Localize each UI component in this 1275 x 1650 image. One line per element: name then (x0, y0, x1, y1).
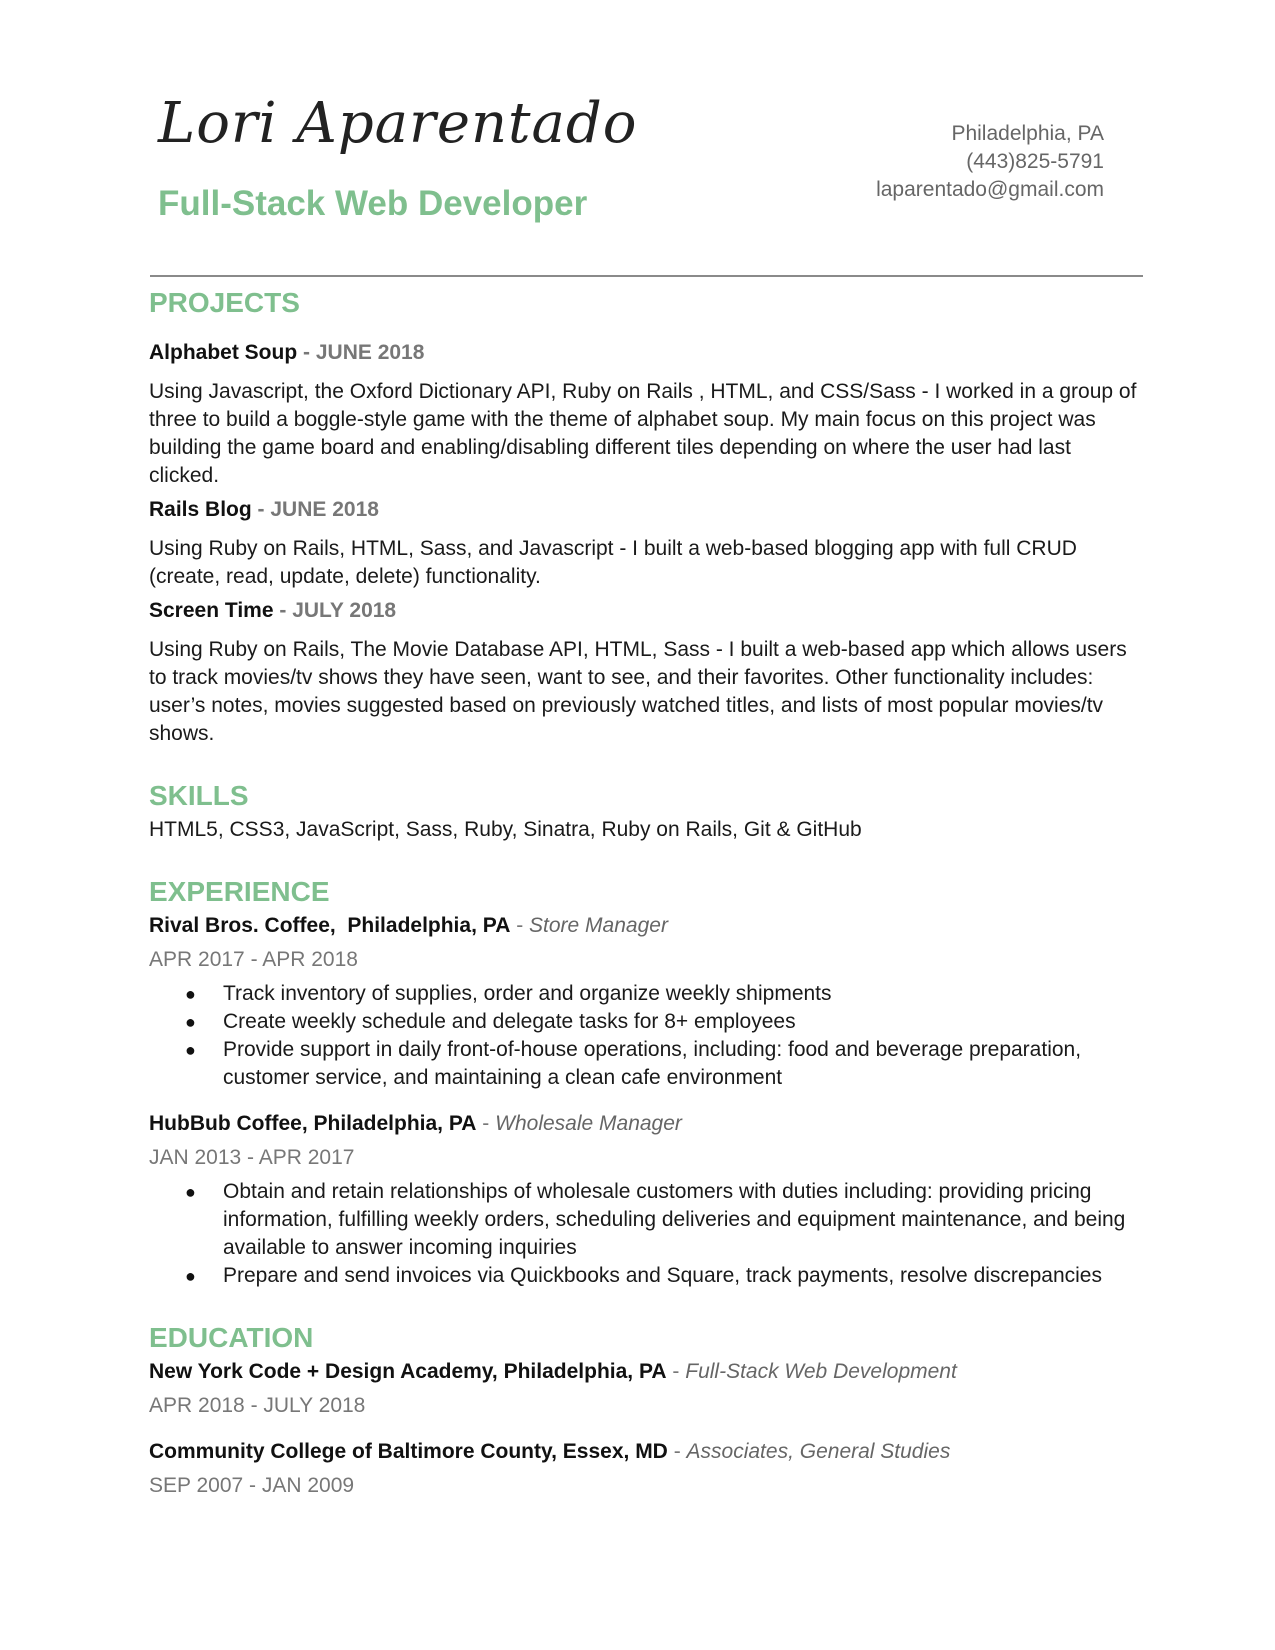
list-item: Track inventory of supplies, order and o… (149, 980, 1144, 1008)
resume-body: PROJECTS Alphabet Soup - JUNE 2018 Using… (149, 285, 1144, 1500)
job-dates: JAN 2013 - APR 2017 (149, 1146, 355, 1169)
experience-section: EXPERIENCE Rival Bros. Coffee, Philadelp… (149, 874, 1144, 1290)
degree: Full-Stack Web Development (685, 1360, 957, 1383)
school-heading: New York Code + Design Academy, Philadel… (149, 1358, 1144, 1386)
job-title: Store Manager (529, 914, 668, 937)
job-duties: Track inventory of supplies, order and o… (149, 980, 1144, 1092)
section-heading: PROJECTS (149, 287, 300, 318)
degree: Associates, General Studies (686, 1440, 951, 1463)
project-heading: Rails Blog - JUNE 2018 (149, 496, 1144, 524)
project-description: Using Ruby on Rails, The Movie Database … (149, 638, 1127, 745)
employer: HubBub Coffee, Philadelphia, PA (149, 1112, 477, 1135)
skills-section: SKILLS HTML5, CSS3, JavaScript, Sass, Ru… (149, 778, 1144, 844)
job-title: Wholesale Manager (495, 1112, 682, 1135)
school-heading: Community College of Baltimore County, E… (149, 1438, 1144, 1466)
skills-list: HTML5, CSS3, JavaScript, Sass, Ruby, Sin… (149, 818, 862, 841)
section-heading: EXPERIENCE (149, 876, 330, 907)
school-dates: APR 2018 - JULY 2018 (149, 1394, 366, 1417)
education-section: EDUCATION New York Code + Design Academy… (149, 1320, 1144, 1500)
header-divider (150, 275, 1143, 277)
project-heading: Screen Time - JULY 2018 (149, 597, 1144, 625)
school-dates: SEP 2007 - JAN 2009 (149, 1474, 355, 1497)
list-item: Prepare and send invoices via Quickbooks… (149, 1262, 1144, 1290)
employer: Rival Bros. Coffee, Philadelphia, PA (149, 914, 511, 937)
job-duties: Obtain and retain relationships of whole… (149, 1178, 1144, 1290)
separator: - (251, 498, 271, 521)
separator: - (667, 1440, 687, 1463)
separator: - (666, 1360, 686, 1383)
contact-location: Philadelphia, PA (951, 122, 1104, 145)
section-heading: SKILLS (149, 780, 249, 811)
list-item: Provide support in daily front-of-house … (149, 1036, 1144, 1092)
job-heading: HubBub Coffee, Philadelphia, PA - Wholes… (149, 1110, 1144, 1138)
project-date: JUNE 2018 (270, 498, 379, 521)
contact-block: Philadelphia, PA (443)825-5791 laparenta… (876, 120, 1104, 204)
job-dates: APR 2017 - APR 2018 (149, 948, 358, 971)
separator: - (297, 341, 316, 364)
separator: - (510, 914, 530, 937)
list-item: Create weekly schedule and delegate task… (149, 1008, 1144, 1036)
project-heading: Alphabet Soup - JUNE 2018 (149, 339, 1144, 367)
project-date: JULY 2018 (292, 599, 397, 622)
contact-phone: (443)825-5791 (966, 150, 1104, 173)
list-item: Obtain and retain relationships of whole… (149, 1178, 1144, 1262)
project-name: Alphabet Soup (149, 341, 298, 364)
project-description: Using Ruby on Rails, HTML, Sass, and Jav… (149, 537, 1077, 588)
separator: - (273, 599, 293, 622)
project-description: Using Javascript, the Oxford Dictionary … (149, 380, 1137, 487)
candidate-role: Full-Stack Web Developer (158, 184, 588, 223)
contact-email: laparentado@gmail.com (876, 178, 1104, 201)
school-name: New York Code + Design Academy, Philadel… (149, 1360, 667, 1383)
separator: - (476, 1112, 496, 1135)
school-name: Community College of Baltimore County, E… (149, 1440, 668, 1463)
candidate-name: Lori Aparentado (158, 91, 638, 156)
project-name: Rails Blog (149, 498, 252, 521)
job-heading: Rival Bros. Coffee, Philadelphia, PA - S… (149, 912, 1144, 940)
section-heading: EDUCATION (149, 1322, 314, 1353)
projects-section: PROJECTS Alphabet Soup - JUNE 2018 Using… (149, 285, 1144, 748)
project-name: Screen Time (149, 599, 274, 622)
project-date: JUNE 2018 (315, 341, 425, 364)
